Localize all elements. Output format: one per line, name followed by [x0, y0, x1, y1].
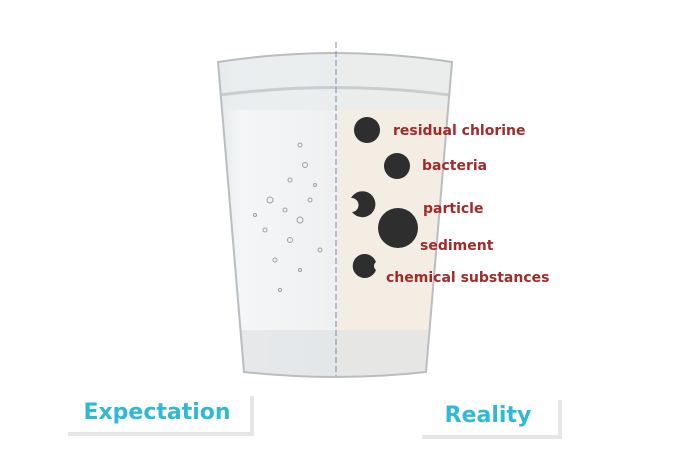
label-residual-chlorine: residual chlorine: [393, 123, 526, 139]
contaminant-dot-residual-chlorine: [354, 117, 380, 143]
contaminant-dot-bacteria: [384, 153, 410, 179]
caption-expectation: Expectation: [64, 392, 250, 432]
contaminant-dot-chemical: [352, 254, 376, 278]
label-sediment: sediment: [420, 238, 494, 254]
bubbles: [253, 142, 323, 292]
label-particle: particle: [423, 201, 484, 217]
label-chemical-substances: chemical substances: [386, 270, 550, 286]
label-bacteria: bacteria: [422, 158, 488, 174]
caption-reality: Reality: [418, 396, 558, 435]
contaminant-dot-particle: [351, 191, 376, 218]
contaminant-dot-sediment: [378, 208, 418, 248]
